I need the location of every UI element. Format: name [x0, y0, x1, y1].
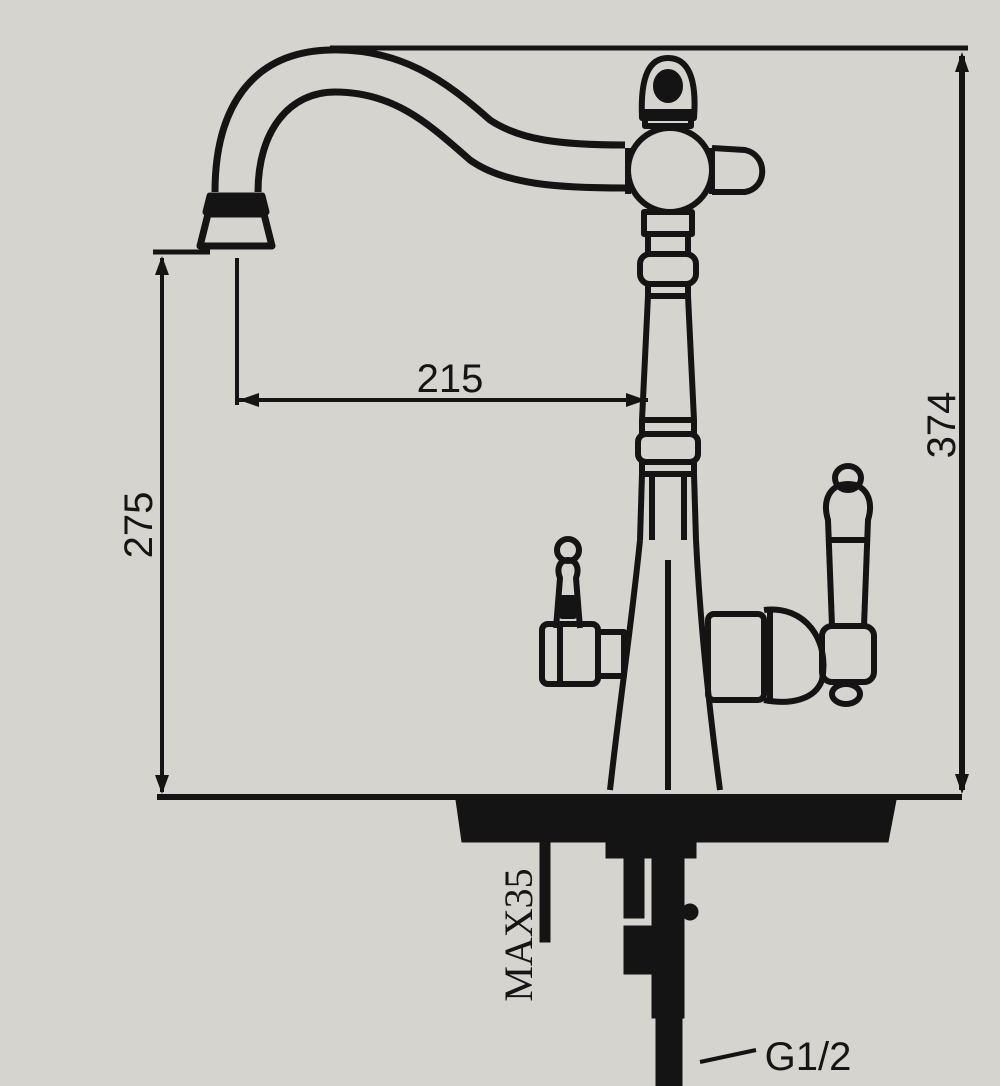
spout-outer-curve	[211, 46, 626, 193]
deck-plate	[455, 799, 897, 843]
spout-inner-curve	[254, 88, 626, 193]
left-valve-stem	[595, 629, 627, 679]
aerator-body	[196, 210, 276, 250]
reach-215-label: 215	[417, 357, 484, 401]
height-275-label: 275	[117, 492, 161, 559]
arrow-275-top	[155, 256, 169, 275]
right-lever-foot	[829, 681, 863, 707]
stud-washer	[681, 903, 699, 921]
max-thickness-label: MAX35	[496, 868, 541, 1001]
right-valve-body	[705, 611, 767, 703]
column-lower-shaft	[637, 473, 699, 541]
left-lever-tip	[554, 536, 582, 564]
right-lever	[823, 481, 873, 627]
top-finial	[638, 55, 698, 121]
inlet-hose	[655, 1017, 683, 1086]
neck-collar-3	[645, 281, 691, 299]
right-lever-tip	[832, 463, 864, 493]
g12-leader-line	[699, 1048, 757, 1064]
arrow-215-left	[239, 393, 259, 407]
left-lever-mark	[559, 595, 577, 619]
arrow-374-bottom	[955, 774, 969, 794]
aerator-ring	[202, 192, 270, 216]
left-handle	[539, 536, 627, 687]
hose-connector	[623, 925, 655, 975]
inlet-thread-label: G1/2	[765, 1035, 852, 1079]
hub-cap	[711, 145, 766, 195]
column-shaft	[639, 295, 697, 421]
mounting-nut	[605, 841, 697, 859]
dimension-lines	[153, 45, 968, 800]
arrow-215-right	[626, 393, 646, 407]
column-ring-2	[639, 459, 697, 477]
right-handle	[705, 463, 877, 707]
arrowheads	[155, 52, 969, 794]
max-thickness-bracket	[539, 841, 551, 943]
finial-knob	[653, 69, 683, 103]
spout	[196, 46, 626, 250]
faucet-body	[607, 55, 766, 791]
mounting-stud-center	[651, 857, 685, 1019]
height-374-label: 374	[920, 392, 964, 459]
mounting-stud-left	[623, 857, 645, 919]
arrow-275-bottom	[155, 775, 169, 794]
mounting-hardware	[455, 799, 897, 1086]
arrow-374-top	[955, 52, 969, 72]
